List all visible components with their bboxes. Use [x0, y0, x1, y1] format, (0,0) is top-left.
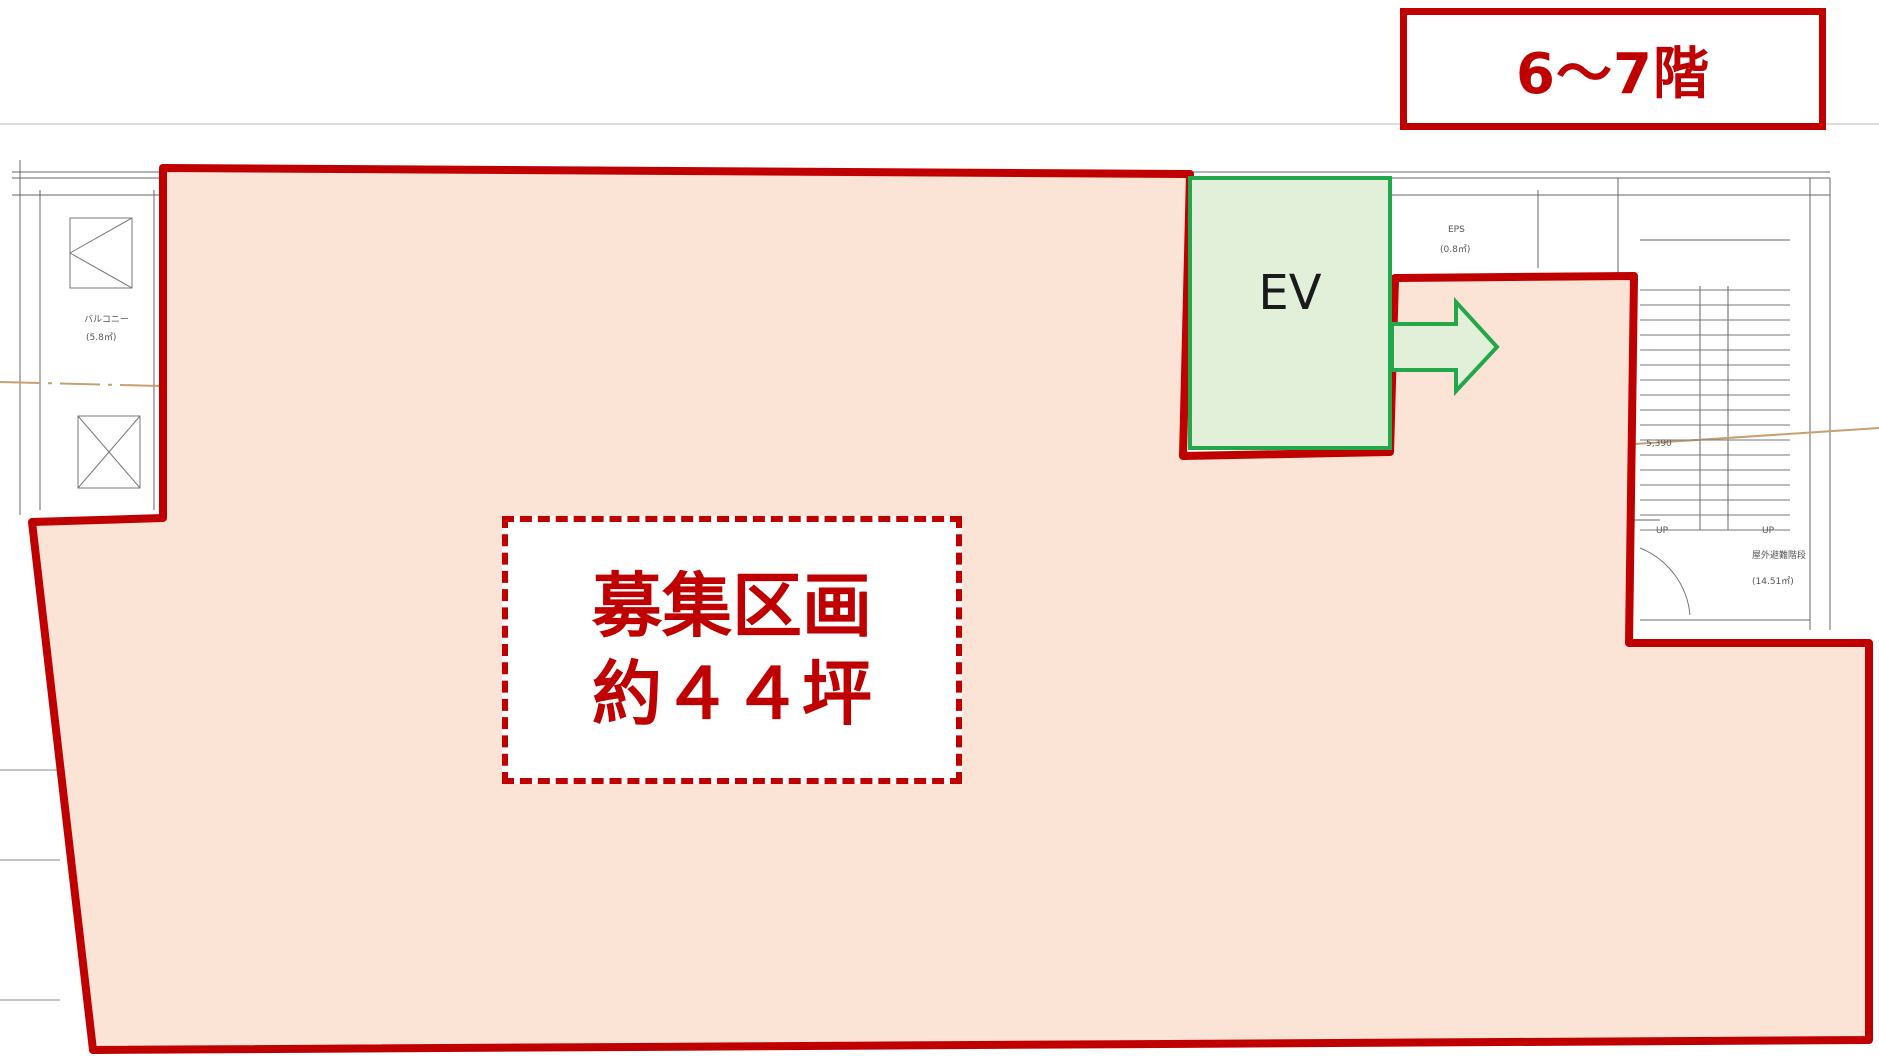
stair-treads — [1639, 289, 1790, 616]
stair-label: 屋外避難階段 — [1752, 549, 1806, 561]
stair-up-label-2: UP — [1762, 526, 1775, 536]
eps-label: EPS — [1448, 225, 1465, 235]
entrance-arrow-icon — [1390, 296, 1500, 397]
elevator-label: EV — [1258, 265, 1322, 321]
area-info-box: 募集区画 約４４坪 — [502, 516, 962, 784]
stair-up-label-1: UP — [1656, 526, 1669, 536]
balcony-area-label: (5.8㎡) — [86, 332, 116, 343]
eps-area-label: (0.8㎡) — [1440, 244, 1470, 255]
dimension-label: 5,390 — [1646, 439, 1672, 449]
balcony-label: バルコニー — [84, 314, 129, 325]
floor-label: 6〜7階 — [1516, 41, 1710, 107]
elevator-shaft — [1188, 176, 1392, 450]
floor-label-box: 6〜7階 — [1400, 8, 1826, 130]
area-title: 募集区画 — [592, 565, 872, 647]
balcony-units — [69, 217, 141, 489]
stair-area-label: (14.51㎡) — [1752, 576, 1794, 587]
area-size: 約４４坪 — [592, 653, 872, 735]
